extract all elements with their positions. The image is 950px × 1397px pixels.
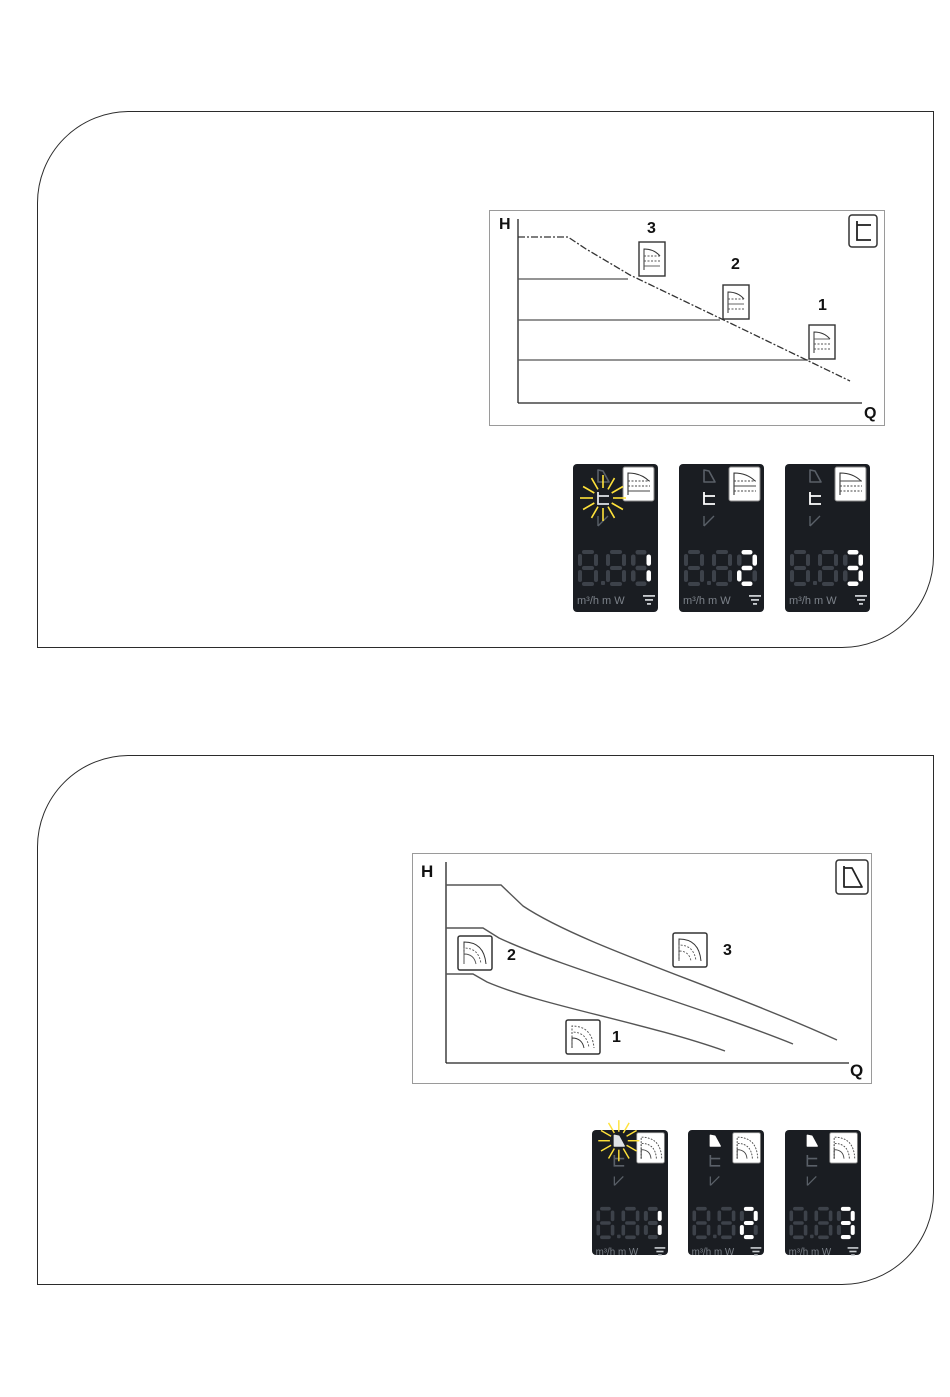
lcd-svg: m³/h m W — [785, 464, 870, 612]
constant-pressure-graph-svg — [490, 211, 886, 427]
digit-readout — [684, 550, 757, 586]
units-label: m³/h m W — [577, 595, 625, 607]
proportional-pressure-graph-svg — [413, 854, 873, 1085]
units-label: m³/h m W — [789, 595, 837, 607]
proportional-pressure-graph: H Q 2 3 1 — [412, 853, 872, 1084]
blink-indicator — [580, 475, 626, 521]
curve-2-icon — [723, 285, 749, 319]
proportional-pressure-panel: H Q 2 3 1 m³/h m W m³/h m W m³/h m W — [37, 755, 934, 1285]
lcd-svg: m³/h m W — [573, 464, 658, 612]
curve-2-icon — [458, 936, 492, 970]
signal-icon — [655, 1247, 666, 1256]
lcd-svg: m³/h m W — [785, 1130, 861, 1255]
digit-readout — [578, 550, 651, 586]
pump-display: m³/h m W — [592, 1130, 668, 1255]
curve-3-icon — [639, 242, 665, 276]
curve-2-label: 2 — [731, 256, 740, 274]
curve-3-icon — [673, 933, 707, 967]
curve-1-label: 1 — [818, 297, 827, 315]
digit-readout — [596, 1207, 661, 1239]
constant-curve-icon — [835, 467, 866, 501]
constant-curve-icon — [729, 467, 760, 501]
constant-pressure-panel: H Q 3 2 1 m³/h m W m³/h m W m³/h m W — [37, 111, 934, 648]
constant-curve-icon — [623, 467, 654, 501]
y-axis-label: H — [499, 216, 511, 234]
pump-display: m³/h m W — [573, 464, 658, 612]
pump-display: m³/h m W — [688, 1130, 764, 1255]
mode-icons — [807, 1135, 817, 1185]
digit-readout — [790, 550, 863, 586]
units-label: m³/h m W — [692, 1247, 735, 1258]
units-label: m³/h m W — [596, 1247, 639, 1258]
proportional-curve-icon — [637, 1133, 665, 1163]
digit-readout — [789, 1207, 854, 1239]
x-axis-label: Q — [850, 1061, 863, 1081]
signal-icon — [643, 595, 655, 605]
proportional-pressure-icon — [836, 860, 868, 894]
proportional-curve-icon — [733, 1133, 761, 1163]
pump-display: m³/h m W — [785, 1130, 861, 1255]
constant-pressure-graph: H Q 3 2 1 — [489, 210, 885, 426]
curve-3-label: 3 — [647, 220, 656, 238]
signal-icon — [751, 1247, 762, 1256]
curve-1-icon — [809, 325, 835, 359]
curve-3-label: 3 — [723, 942, 732, 960]
lcd-svg: m³/h m W — [592, 1130, 668, 1255]
lcd-svg: m³/h m W — [688, 1130, 764, 1255]
mode-icons — [810, 470, 821, 526]
units-label: m³/h m W — [683, 595, 731, 607]
constant-pressure-icon — [849, 215, 877, 247]
curve-2-label: 2 — [507, 947, 516, 965]
y-axis-label: H — [421, 862, 433, 882]
units-label: m³/h m W — [789, 1247, 832, 1258]
signal-icon — [749, 595, 761, 605]
pump-display: m³/h m W — [679, 464, 764, 612]
curve-1-icon — [566, 1020, 600, 1054]
curve-3-line — [446, 885, 837, 1040]
proportional-curve-icon — [830, 1133, 858, 1163]
pump-display: m³/h m W — [785, 464, 870, 612]
mode-icons — [704, 470, 715, 526]
signal-icon — [848, 1247, 859, 1256]
lcd-svg: m³/h m W — [679, 464, 764, 612]
mode-icons — [710, 1135, 720, 1185]
signal-icon — [855, 595, 867, 605]
curve-1-label: 1 — [612, 1029, 621, 1047]
x-axis-label: Q — [864, 405, 876, 423]
digit-readout — [692, 1207, 757, 1239]
